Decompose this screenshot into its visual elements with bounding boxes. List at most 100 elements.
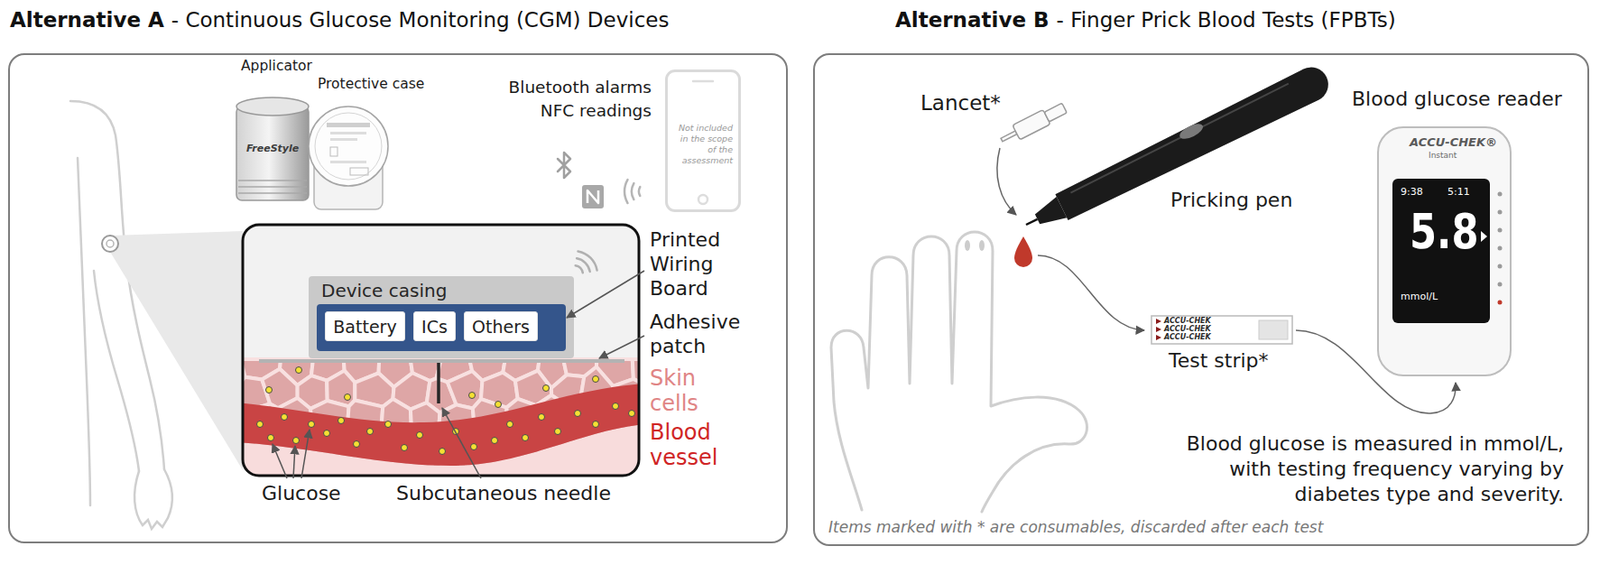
prick-marks	[964, 240, 985, 251]
nfc-symbol-part	[587, 190, 599, 204]
leader-lines-part	[293, 445, 296, 479]
skin-cells	[242, 359, 639, 476]
skin-cross-section-part	[242, 359, 639, 476]
part-label: Test strip*	[1168, 348, 1269, 374]
glucose-dots-part	[353, 441, 361, 448]
applicator-part	[238, 185, 307, 188]
phone-details-part	[698, 194, 708, 204]
leader-lines-part	[301, 429, 310, 479]
component-label: ICs	[421, 315, 448, 338]
glucose-dots-part	[385, 421, 392, 428]
test-strip-part	[1156, 318, 1162, 324]
glucose-reader-part	[1498, 228, 1503, 233]
strip-brand: ACCU-CHEK	[1164, 316, 1212, 325]
glucose-dots-part	[281, 414, 288, 421]
glucose-dots-part	[323, 430, 331, 437]
glucose-reader-part	[1498, 192, 1503, 197]
component-box: Battery	[324, 311, 406, 342]
pricking-pen-part	[1070, 83, 1290, 194]
component-box: Others	[463, 311, 538, 342]
glucose-reader	[1378, 127, 1511, 376]
glucose-reader-part	[1498, 264, 1503, 269]
flow-arrows-part	[1037, 255, 1145, 331]
glucose-dots	[257, 367, 636, 455]
component-label: Others	[471, 315, 530, 338]
brand-mark: ACCU-CHEK®	[1409, 135, 1498, 150]
glucose-dots-part	[268, 434, 275, 442]
panel-title: Alternative B	[895, 7, 1050, 34]
leader-lines-part	[442, 407, 481, 479]
glucose-reader-part	[1392, 178, 1490, 324]
glucose-dots-part	[495, 401, 502, 408]
text-block: Not included in the scope of the assessm…	[673, 122, 733, 167]
display-date: 5:11	[1447, 185, 1471, 199]
glucose-dots-part	[344, 394, 352, 401]
glucose-dots-part	[522, 434, 529, 442]
nfc-symbol	[582, 184, 604, 209]
hand-outline	[831, 231, 1088, 512]
glucose-dots-part	[439, 448, 446, 455]
lancet-part	[1000, 130, 1018, 142]
component-box: ICs	[413, 311, 456, 342]
blood-drop	[1014, 236, 1033, 268]
leader-lines	[272, 270, 645, 479]
protective-case-part	[314, 112, 382, 180]
text-block: ICs	[421, 315, 448, 338]
glucose-dots-part	[367, 428, 374, 435]
prick-marks-part	[964, 240, 971, 251]
glucose-dots-part	[471, 443, 478, 451]
phone-details-part	[693, 80, 713, 84]
glucose-dots-part	[574, 410, 582, 417]
glucose-dots-part	[293, 437, 300, 444]
glucose-reader-part	[1498, 246, 1503, 251]
blood-vessel	[242, 383, 639, 466]
protective-case-part	[350, 167, 369, 176]
sensor-on-arm-part	[106, 240, 114, 248]
glucose-dots-part	[592, 376, 600, 383]
skin-cross-section	[242, 224, 639, 476]
glucose-dots-part	[469, 392, 476, 399]
footnote: Items marked with * are consumables, dis…	[828, 517, 1323, 537]
feature-label: Bluetooth alarms NFC readings	[493, 75, 652, 123]
panel-title: - Finger Prick Blood Tests (FPBTs)	[1056, 7, 1397, 34]
glucose-dots-part	[266, 387, 273, 394]
strip-brand: ACCU-CHEK	[1164, 332, 1212, 342]
applicator	[236, 97, 309, 201]
leader-lines-part	[272, 443, 287, 479]
text-block: Alternative A- Continuous Glucose Monito…	[9, 7, 670, 34]
sensor-on-arm	[101, 235, 119, 252]
callout-label: Skin cells	[649, 365, 699, 417]
glucose-dots-part	[592, 421, 600, 428]
device-casing: Device casingBattery ICs Others	[308, 276, 574, 359]
protective-case	[308, 106, 389, 210]
glucose-dots-part	[416, 432, 424, 439]
text-block: Others	[471, 315, 530, 338]
pricking-pen-part	[1026, 219, 1038, 225]
part-label: Pricking pen	[1170, 187, 1293, 213]
wireless-waves	[575, 250, 598, 273]
glucose-dots-part	[543, 385, 550, 392]
wireless-waves-part	[575, 265, 583, 273]
pricking-pen-part	[1177, 120, 1205, 142]
part-label: Protective case	[317, 75, 425, 93]
glucose-dots-part	[554, 428, 562, 435]
glucose-reader-part	[1498, 210, 1503, 215]
part-label: Blood glucose reader	[1351, 86, 1563, 112]
glucose-dots-part	[295, 367, 303, 374]
explanation-note: Blood glucose is measured in mmol/L, wit…	[1153, 431, 1564, 508]
glucose-dots-part	[507, 421, 514, 428]
component-label: Battery	[332, 315, 397, 338]
pricking-pen-part	[1054, 61, 1334, 222]
glucose-dots-part	[538, 414, 546, 421]
prick-marks-part	[979, 240, 985, 251]
device-casing-shape	[308, 276, 574, 359]
smartphone-outline: Not included in the scope of the assessm…	[665, 69, 741, 213]
callout-label: Glucose	[261, 480, 342, 507]
glucose-dots-part	[612, 403, 620, 410]
panel-title: Alternative A	[9, 7, 165, 34]
display-unit: mmol/L	[1400, 290, 1438, 304]
applicator-part	[236, 97, 309, 116]
casing-label: Device casing	[321, 279, 447, 302]
nfc-waves	[624, 179, 640, 204]
